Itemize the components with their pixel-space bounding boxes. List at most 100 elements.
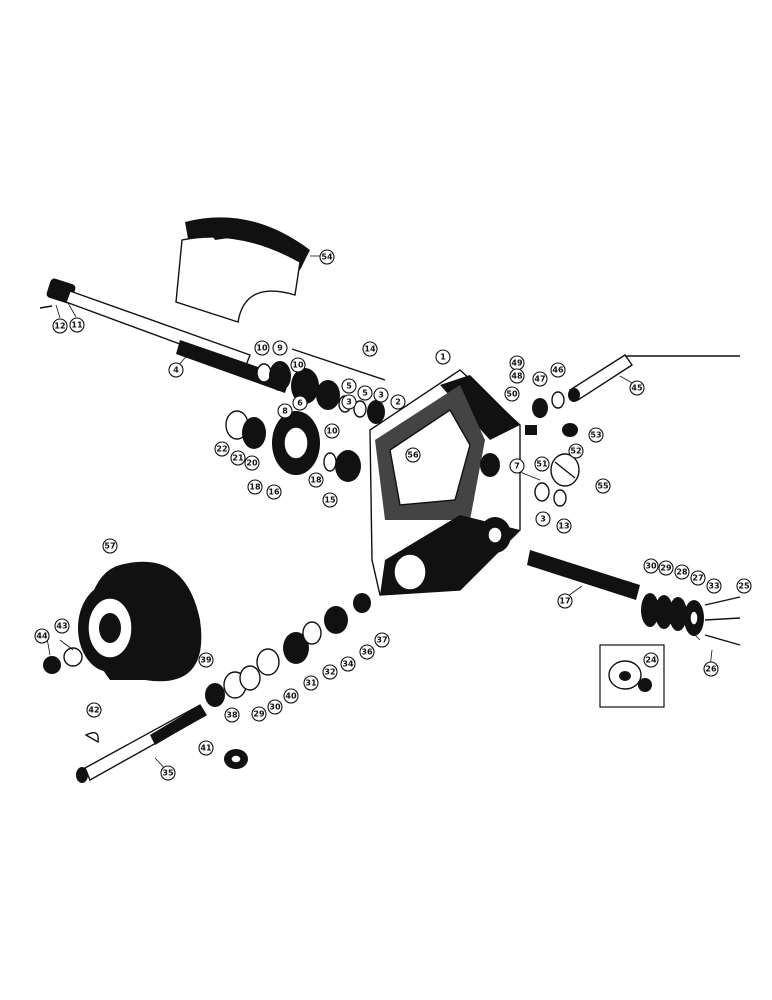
svg-text:29: 29 (660, 564, 672, 573)
svg-text:13: 13 (558, 522, 569, 531)
svg-text:12: 12 (54, 322, 65, 331)
callout-12: 12 (52, 318, 68, 334)
callout-50: 50 (504, 386, 520, 402)
callout-55: 55 (595, 478, 611, 494)
svg-text:8: 8 (282, 407, 288, 416)
callout-41: 41 (198, 740, 214, 756)
lower-shaft-part (76, 593, 371, 783)
svg-text:48: 48 (511, 372, 523, 381)
gearbox-housing-part (369, 369, 521, 596)
svg-text:17: 17 (559, 597, 570, 606)
svg-text:10: 10 (292, 361, 304, 370)
svg-text:36: 36 (361, 648, 373, 657)
svg-text:5: 5 (362, 389, 368, 398)
callout-25: 25 (736, 578, 752, 594)
svg-text:45: 45 (631, 384, 643, 393)
svg-text:14: 14 (364, 345, 376, 354)
svg-text:3: 3 (378, 391, 384, 400)
callout-35: 35 (160, 765, 176, 781)
svg-text:6: 6 (297, 399, 303, 408)
callout-42: 42 (86, 702, 102, 718)
leader-lines (46, 255, 713, 773)
svg-text:10: 10 (256, 344, 268, 353)
drive-gear-part (225, 410, 361, 482)
callout-45: 45 (629, 380, 645, 396)
svg-text:15: 15 (324, 496, 336, 505)
svg-text:40: 40 (285, 692, 297, 701)
svg-text:25: 25 (738, 582, 750, 591)
svg-text:52: 52 (570, 447, 581, 456)
callout-1: 1 (435, 349, 451, 365)
svg-text:35: 35 (162, 769, 174, 778)
callout-30b: 30 (267, 699, 283, 715)
callout-15: 15 (322, 492, 338, 508)
callout-47: 47 (532, 371, 548, 387)
svg-text:37: 37 (376, 636, 387, 645)
callout-29b: 29 (251, 706, 267, 722)
callout-34: 34 (340, 656, 356, 672)
svg-text:3: 3 (346, 398, 352, 407)
callout-54: 54 (319, 249, 335, 265)
callout-3c: 3 (535, 511, 551, 527)
svg-text:10: 10 (326, 427, 338, 436)
control-lever-part (568, 354, 740, 402)
callout-8: 8 (277, 403, 293, 419)
callout-22: 22 (214, 441, 230, 457)
svg-text:24: 24 (645, 656, 657, 665)
callout-39: 39 (198, 652, 214, 668)
callout-labels: 54 12 11 4 10 9 10 14 5 5 3 3 2 8 6 10 2… (34, 249, 752, 781)
svg-text:43: 43 (56, 622, 67, 631)
callout-28: 28 (674, 564, 690, 580)
svg-text:18: 18 (310, 476, 322, 485)
svg-text:5: 5 (346, 382, 352, 391)
callout-6: 6 (292, 395, 308, 411)
callout-43: 43 (54, 618, 70, 634)
svg-text:34: 34 (342, 660, 354, 669)
callout-31: 31 (303, 675, 319, 691)
callout-26: 26 (703, 661, 719, 677)
svg-text:2: 2 (395, 398, 401, 407)
svg-text:29: 29 (253, 710, 265, 719)
svg-text:28: 28 (676, 568, 688, 577)
callout-9: 9 (272, 340, 288, 356)
svg-text:26: 26 (705, 665, 717, 674)
callout-16: 16 (266, 484, 282, 500)
callout-44: 44 (34, 628, 50, 644)
svg-text:55: 55 (597, 482, 609, 491)
inset-detail (599, 644, 665, 708)
svg-text:30: 30 (645, 562, 657, 571)
callout-10c: 10 (324, 423, 340, 439)
callout-56: 56 (405, 447, 421, 463)
gear-cluster-part (256, 361, 385, 424)
callout-20: 20 (244, 455, 260, 471)
callout-10b: 10 (290, 357, 306, 373)
callout-14: 14 (362, 341, 378, 357)
callout-33: 33 (706, 578, 722, 594)
svg-text:49: 49 (511, 359, 523, 368)
svg-text:38: 38 (226, 711, 238, 720)
svg-text:57: 57 (104, 542, 115, 551)
svg-text:47: 47 (534, 375, 545, 384)
svg-text:54: 54 (321, 253, 333, 262)
callout-51: 51 (534, 456, 550, 472)
callout-52: 52 (568, 443, 584, 459)
callout-48: 48 (509, 368, 525, 384)
svg-text:33: 33 (708, 582, 719, 591)
callout-18: 18 (247, 479, 263, 495)
svg-text:53: 53 (590, 431, 601, 440)
callout-40: 40 (283, 688, 299, 704)
svg-text:30: 30 (269, 703, 281, 712)
callout-2: 2 (390, 394, 406, 410)
output-shaft-part (527, 550, 741, 646)
callout-5: 5 (341, 378, 357, 394)
nut-washer-parts (43, 647, 83, 674)
pin-part (291, 348, 386, 381)
callout-38: 38 (224, 707, 240, 723)
svg-text:4: 4 (173, 366, 179, 375)
svg-text:9: 9 (277, 344, 283, 353)
svg-text:21: 21 (232, 454, 244, 463)
callout-27: 27 (690, 570, 706, 586)
callout-10: 10 (254, 340, 270, 356)
